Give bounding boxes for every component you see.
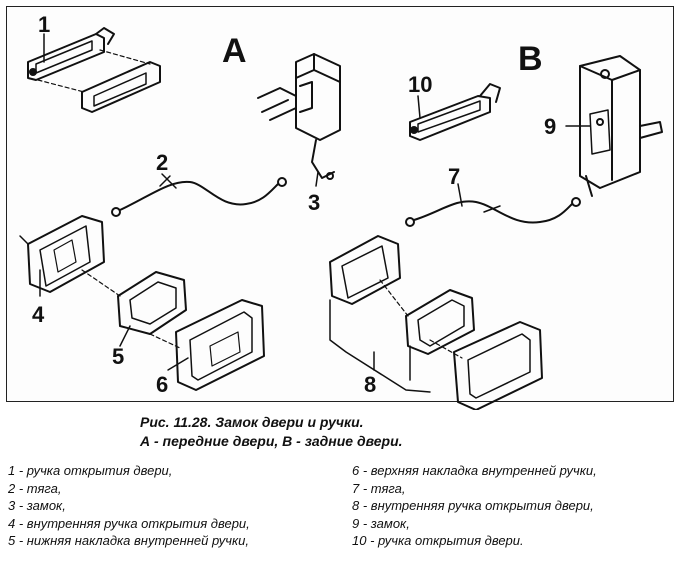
part-label-4: 4: [32, 302, 45, 327]
rod-front: [111, 175, 287, 217]
part-label-3: 3: [308, 190, 320, 215]
legend-item: 1 - ручка открытия двери,: [8, 463, 173, 478]
outer-handle-front: [27, 27, 161, 113]
outer-handle-rear: [409, 83, 501, 141]
section-label-a: A: [222, 32, 247, 70]
inner-handle-rear: [329, 235, 543, 410]
caption-subtitle: А - передние двери, В - задние двери.: [140, 433, 403, 449]
legend-item: 4 - внутренняя ручка открытия двери,: [8, 515, 250, 531]
part-label-7: 7: [448, 164, 460, 189]
legend-left: 1 - ручка открытия двери, 2 - тяга, 3 - …: [8, 462, 250, 550]
legend-item: 5 - нижняя накладка внутренней ручки,: [8, 533, 249, 548]
inner-handle-front: [19, 215, 105, 293]
door-lock-front: [257, 53, 341, 180]
legend-item: 8 - внутренняя ручка открытия двери,: [352, 498, 594, 513]
legend-item: 7 - тяга,: [352, 480, 406, 496]
legend-item: 10 - ручка открытия двери.: [352, 533, 524, 548]
part-label-9: 9: [544, 114, 556, 139]
legend-item: 9 - замок,: [352, 515, 410, 531]
part-label-2: 2: [156, 150, 168, 175]
rod-rear: [405, 197, 581, 227]
part-label-5: 5: [112, 344, 124, 369]
legend-item: 2 - тяга,: [8, 480, 62, 496]
door-lock-diagram: A B 1 2 3 4 5 6 7 8 9 10: [19, 12, 663, 410]
legend-item: 3 - замок,: [8, 498, 66, 513]
caption-title: Рис. 11.28. Замок двери и ручки.: [140, 414, 364, 430]
lower-escutcheon-front: [81, 269, 187, 335]
part-label-1: 1: [38, 12, 50, 37]
figure-caption: Рис. 11.28. Замок двери и ручки. А - пер…: [140, 413, 660, 451]
part-label-8: 8: [364, 372, 376, 397]
door-lock-rear: [579, 55, 663, 197]
legend-item: 6 - верхняя накладка внутренней ручки,: [352, 463, 597, 478]
upper-escutcheon-front: [149, 299, 265, 391]
part-label-6: 6: [156, 372, 168, 397]
part-label-10: 10: [408, 72, 432, 97]
legend-right: 6 - верхняя накладка внутренней ручки, 7…: [352, 462, 597, 550]
section-label-b: B: [518, 40, 543, 78]
